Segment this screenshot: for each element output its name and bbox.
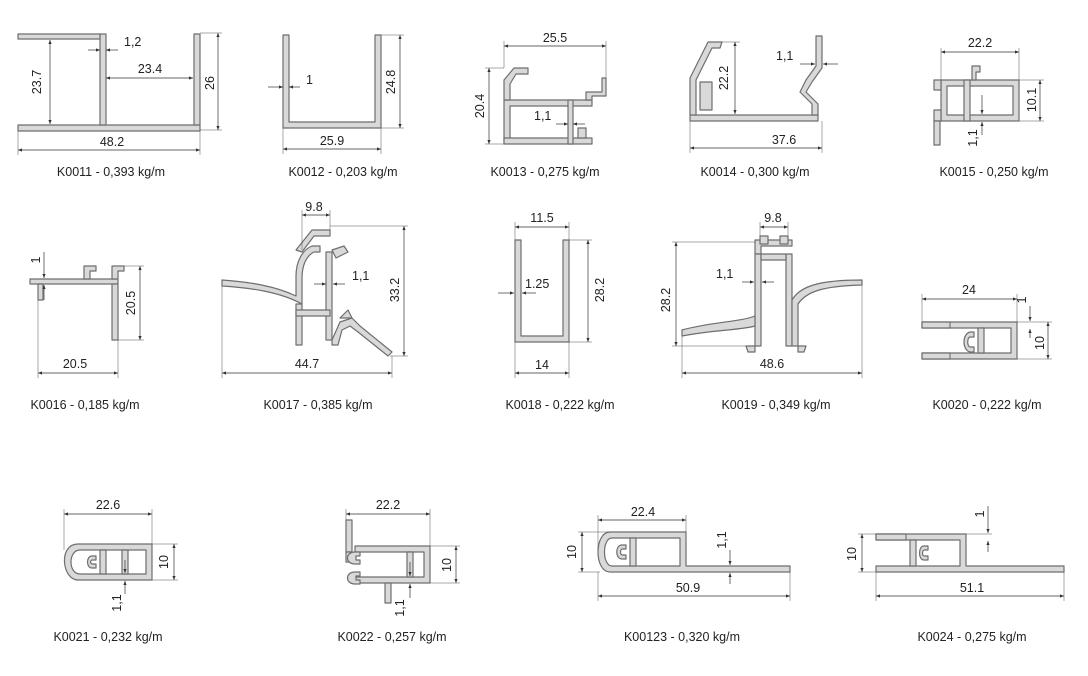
profile-caption: K0016 - 0,185 kg/m bbox=[30, 398, 139, 412]
profile-k0018: 11.5 1.25 28.2 14 K0018 - 0,222 kg/m bbox=[498, 211, 615, 412]
dimension-label: 14 bbox=[535, 358, 549, 372]
dimension-label: 1,1 bbox=[716, 267, 733, 281]
dimension-label: 1,1 bbox=[534, 109, 551, 123]
dimension-label: 20.4 bbox=[473, 94, 487, 118]
profile-caption: K0013 - 0,275 kg/m bbox=[490, 165, 599, 179]
dimension-label: 10 bbox=[565, 545, 579, 559]
profile-caption: K0018 - 0,222 kg/m bbox=[505, 398, 614, 412]
profile-k0016: 1 20.5 20.5 K0016 - 0,185 kg/m bbox=[29, 252, 144, 412]
profile-shape bbox=[921, 321, 1018, 360]
profile-shape bbox=[345, 519, 431, 604]
dimension-label: 22.2 bbox=[968, 36, 992, 50]
profile-shape bbox=[63, 543, 153, 581]
dimension-label: 1,1 bbox=[966, 129, 980, 146]
profile-k0022: 22.2 10 1,1 K0022 - 0,257 kg/m bbox=[337, 498, 460, 644]
dimension-label: 22.2 bbox=[376, 498, 400, 512]
dimension-label: 24.8 bbox=[384, 70, 398, 94]
dimension-label: 33.2 bbox=[388, 278, 402, 302]
dimension-label: 10.1 bbox=[1025, 88, 1039, 112]
profile-caption: K0014 - 0,300 kg/m bbox=[700, 165, 809, 179]
dimension-label: 48.2 bbox=[100, 135, 124, 149]
dimension-label: 1 bbox=[973, 510, 987, 517]
dimension-label: 28.2 bbox=[659, 288, 673, 312]
profile-caption: K0019 - 0,349 kg/m bbox=[721, 398, 830, 412]
dimension-label: 20.5 bbox=[63, 357, 87, 371]
profile-caption: K0015 - 0,250 kg/m bbox=[939, 165, 1048, 179]
profile-k0011: 23.7 1,2 23.4 26 48.2 K0011 - 0,393 kg/m bbox=[17, 32, 222, 179]
profile-k0019: 9.8 1,1 28.2 48.6 K0019 - 0,349 kg/m bbox=[659, 211, 863, 412]
profile-shape bbox=[875, 533, 1065, 573]
profile-caption: K00123 - 0,320 kg/m bbox=[624, 630, 740, 644]
dimension-label: 1,1 bbox=[393, 599, 407, 616]
profile-k0017: 9.8 1,1 33.2 44.7 K0017 - 0,385 kg/m bbox=[221, 200, 408, 412]
dimension-label: 1 bbox=[29, 256, 43, 263]
profile-caption: K0020 - 0,222 kg/m bbox=[932, 398, 1041, 412]
profile-k0014: 22.2 1,1 37.6 K0014 - 0,300 kg/m bbox=[689, 35, 838, 179]
dimension-label: 1.25 bbox=[525, 277, 549, 291]
dimension-label: 1,1 bbox=[352, 269, 369, 283]
profile-shape bbox=[29, 265, 125, 341]
profile-k0021: 22.6 10 1,1 K0021 - 0,232 kg/m bbox=[53, 498, 178, 644]
dimension-label: 48.6 bbox=[760, 357, 784, 371]
dimension-label: 26 bbox=[203, 76, 217, 90]
dimension-label: 10 bbox=[440, 558, 454, 572]
dimension-label: 1,2 bbox=[124, 35, 141, 49]
dimension-label: 25.5 bbox=[543, 31, 567, 45]
dimension-label: 10 bbox=[845, 547, 859, 561]
profile-shape bbox=[514, 239, 570, 343]
profile-k0024: 1 10 51.1 K0024 - 0,275 kg/m bbox=[845, 506, 1065, 644]
dimension-label: 23.4 bbox=[138, 62, 162, 76]
profile-shape bbox=[17, 33, 201, 132]
profile-k0012: 1 24.8 25.9 K0012 - 0,203 kg/m bbox=[268, 34, 404, 179]
dimension-label: 25.9 bbox=[320, 134, 344, 148]
dimension-label: 1,1 bbox=[110, 594, 124, 611]
dimension-label: 20.5 bbox=[124, 291, 138, 315]
profile-caption: K0022 - 0,257 kg/m bbox=[337, 630, 446, 644]
dimension-label: 1 bbox=[1015, 296, 1029, 303]
profile-shape bbox=[282, 34, 382, 129]
dimension-label: 22.4 bbox=[631, 505, 655, 519]
profile-shape bbox=[681, 235, 863, 353]
profile-shape bbox=[689, 35, 823, 122]
dimension-label: 22.2 bbox=[717, 66, 731, 90]
profile-caption: K0012 - 0,203 kg/m bbox=[288, 165, 397, 179]
dimension-label: 9.8 bbox=[305, 200, 322, 214]
dimension-label: 10 bbox=[157, 555, 171, 569]
profile-caption: K0017 - 0,385 kg/m bbox=[263, 398, 372, 412]
dimension-label: 24 bbox=[962, 283, 976, 297]
profile-k00123: 22.4 10 1,1 50.9 K00123 - 0,320 kg/m bbox=[565, 505, 791, 644]
dimension-label: 44.7 bbox=[295, 357, 319, 371]
profile-shape bbox=[597, 531, 791, 573]
dimension-label: 1 bbox=[306, 73, 313, 87]
profile-caption: K0011 - 0,393 kg/m bbox=[57, 165, 165, 179]
dimension-label: 22.6 bbox=[96, 498, 120, 512]
profile-caption: K0024 - 0,275 kg/m bbox=[917, 630, 1026, 644]
dimension-label: 23.7 bbox=[30, 70, 44, 94]
dimension-label: 1,1 bbox=[776, 49, 793, 63]
dimension-label: 10 bbox=[1033, 336, 1047, 350]
profile-k0013: 25.5 20.4 1,1 K0013 - 0,275 kg/m bbox=[473, 31, 607, 179]
profile-k0015: 22.2 10.1 1,1 K0015 - 0,250 kg/m bbox=[933, 36, 1049, 179]
dimension-label: 50.9 bbox=[676, 581, 700, 595]
dimension-label: 9.8 bbox=[764, 211, 781, 225]
profile-k0020: 24 1 10 K0020 - 0,222 kg/m bbox=[921, 283, 1052, 412]
profile-shape bbox=[933, 65, 1020, 146]
dimension-label: 11.5 bbox=[530, 211, 553, 225]
profile-caption: K0021 - 0,232 kg/m bbox=[53, 630, 162, 644]
dimension-label: 28.2 bbox=[593, 278, 607, 302]
dimension-label: 51.1 bbox=[960, 581, 984, 595]
dimension-label: 37.6 bbox=[772, 133, 796, 147]
dimension-label: 1,1 bbox=[715, 531, 729, 548]
profile-shape bbox=[221, 229, 393, 357]
profile-shape bbox=[503, 67, 607, 145]
